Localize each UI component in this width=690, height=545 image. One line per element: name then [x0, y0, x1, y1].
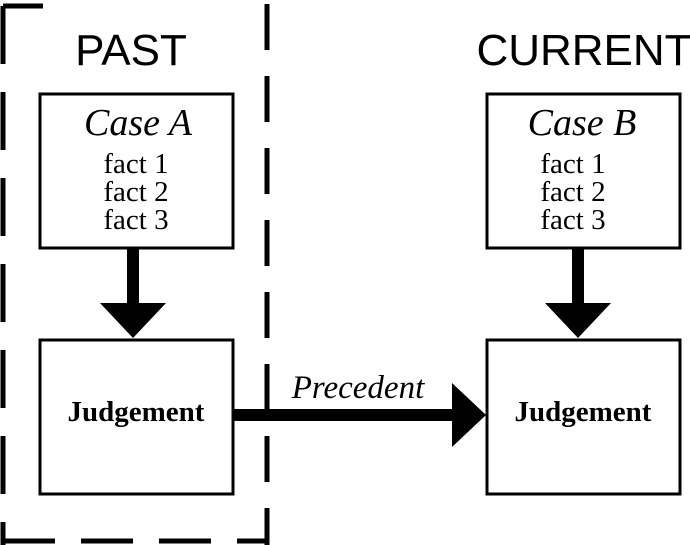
past-judgement-box: Judgement — [38, 338, 235, 496]
case-b-down-arrow — [545, 248, 611, 338]
case-a-title: Case A — [84, 102, 193, 144]
past-dashed-boundary — [0, 3, 270, 545]
case-a-fact-3: fact 3 — [103, 204, 168, 236]
case-b-title: Case B — [528, 102, 637, 144]
case-b-box: Case B fact 1 fact 2 fact 3 — [485, 92, 682, 250]
precedent-arrow — [233, 383, 486, 447]
past-judgement-label: Judgement — [68, 396, 205, 428]
current-judgement-label: Judgement — [515, 396, 652, 428]
case-a-box: Case A fact 1 fact 2 fact 3 — [38, 92, 235, 250]
case-b-fact-3: fact 3 — [540, 204, 605, 236]
past-heading: PAST — [75, 26, 187, 75]
current-judgement-box: Judgement — [485, 338, 682, 496]
current-heading: CURRENT — [476, 26, 690, 75]
case-b-fact-2: fact 2 — [540, 176, 605, 208]
case-a-fact-2: fact 2 — [103, 176, 168, 208]
case-b-fact-1: fact 1 — [540, 148, 605, 180]
case-a-down-arrow — [100, 248, 166, 338]
precedent-label: Precedent — [291, 370, 425, 406]
case-a-fact-1: fact 1 — [103, 148, 168, 180]
